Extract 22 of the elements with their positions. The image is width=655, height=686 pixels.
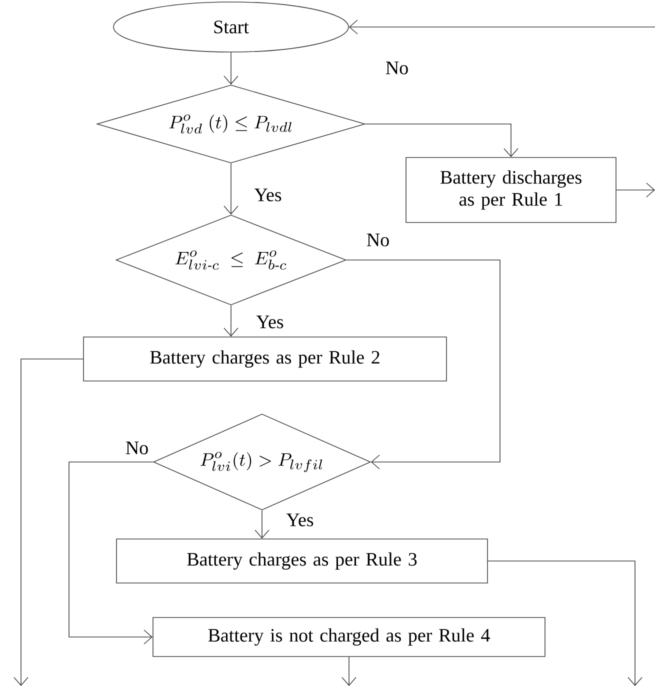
arrow bbox=[346, 260, 500, 470]
process-box: Battery discharges as per Rule 1 bbox=[406, 157, 616, 223]
arrow bbox=[342, 656, 356, 686]
arrow bbox=[14, 358, 84, 686]
arrow bbox=[254, 510, 270, 539]
edge-label: Yes bbox=[252, 186, 284, 204]
edge-label: Yes bbox=[254, 314, 286, 330]
arrow bbox=[68, 462, 154, 644]
arrow bbox=[224, 163, 238, 215]
arrow bbox=[365, 124, 518, 158]
arrow bbox=[488, 560, 642, 686]
edge-label: No bbox=[123, 440, 151, 456]
edge-label: No bbox=[364, 232, 392, 248]
process-box: Battery charges as per Rule 2 bbox=[83, 336, 447, 382]
arrow bbox=[616, 182, 655, 198]
process-box: Battery charges as per Rule 3 bbox=[116, 538, 488, 584]
process-box: Battery is not charged as per Rule 4 bbox=[152, 617, 546, 657]
arrow bbox=[348, 20, 655, 34]
arrow bbox=[224, 305, 238, 337]
edge-label: Yes bbox=[284, 512, 316, 528]
edge-label: No bbox=[383, 60, 411, 76]
arrow bbox=[224, 52, 238, 85]
